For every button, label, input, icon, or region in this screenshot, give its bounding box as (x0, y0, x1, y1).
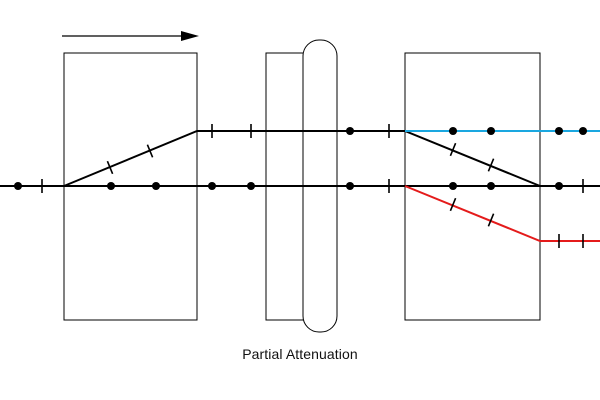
polarization-dot (346, 182, 354, 190)
polarization-dot (555, 127, 563, 135)
polarization-dot (579, 127, 587, 135)
polarization-dot (449, 127, 457, 135)
polarization-tick (449, 197, 457, 212)
polarization-ticks (41, 124, 584, 248)
polarization-dot (247, 182, 255, 190)
polarization-dot (487, 127, 495, 135)
polarization-tick (146, 144, 154, 158)
polarization-tick (487, 158, 495, 172)
polarization-tick (106, 160, 114, 175)
polarization-dot (107, 182, 115, 190)
walked-off-beam (63, 130, 541, 187)
arrow-head-icon (181, 31, 199, 41)
polarization-dot (208, 182, 216, 190)
polarization-tick (487, 213, 495, 227)
diagram-caption: Partial Attenuation (242, 346, 358, 362)
polarization-dot (152, 182, 160, 190)
polarization-dots (14, 127, 587, 190)
polarization-dot (14, 182, 22, 190)
polarization-dot (346, 127, 354, 135)
beam-paths (0, 130, 600, 242)
polarization-tick (449, 142, 457, 157)
polarization-dot (449, 182, 457, 190)
polarization-dot (555, 182, 563, 190)
attenuated-beam (404, 185, 600, 242)
direction-arrow (62, 31, 199, 41)
polarization-dot (487, 182, 495, 190)
